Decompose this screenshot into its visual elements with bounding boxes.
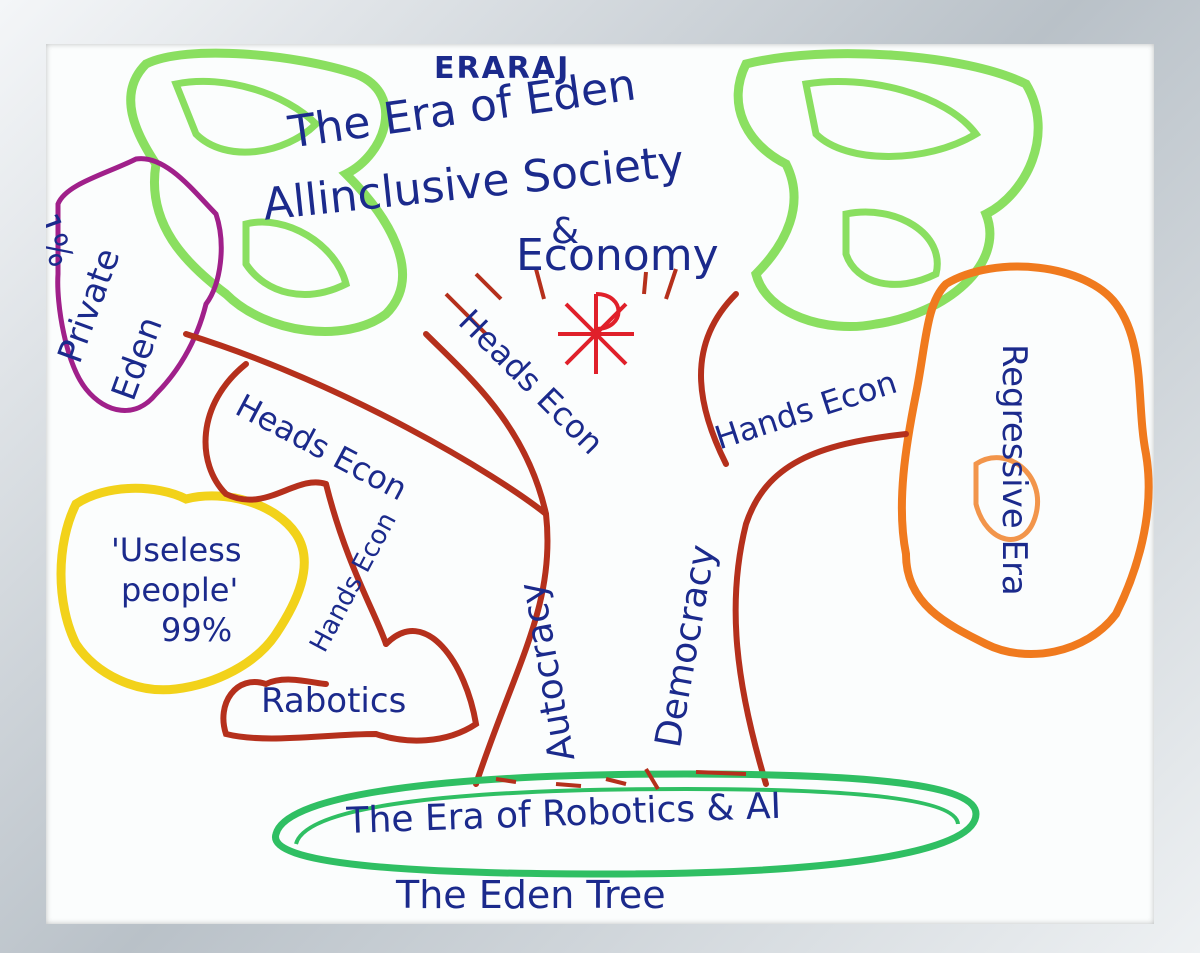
regressive-era-label: Regressive Era bbox=[994, 344, 1034, 596]
whiteboard: ERARAJ The Era of Eden Allinclusive Soci… bbox=[46, 44, 1154, 924]
private-eden-cloud bbox=[55, 156, 224, 413]
chi-rho-symbol bbox=[558, 292, 634, 374]
drawing-canvas bbox=[55, 48, 1153, 878]
root-dashes bbox=[495, 767, 747, 791]
useless-line1-label: 'Useless bbox=[111, 531, 242, 569]
canopy-left bbox=[126, 48, 408, 336]
tree-trunk bbox=[183, 291, 909, 787]
radiating-dashes bbox=[444, 268, 678, 336]
useless-line3-label: 99% bbox=[161, 611, 233, 649]
regressive-era-cloud-inner bbox=[973, 455, 1040, 542]
canopy-right bbox=[733, 49, 1043, 332]
eden-title-line3: & bbox=[551, 211, 580, 252]
useless-people-cloud bbox=[56, 483, 309, 695]
ground-ring bbox=[272, 770, 980, 878]
robotics-branch-label: Rabotics bbox=[261, 681, 407, 721]
eden-title-line4: Economy bbox=[516, 230, 719, 281]
eden-tree-label: The Eden Tree bbox=[396, 873, 666, 917]
useless-line2-label: people' bbox=[121, 571, 239, 609]
era-top-label: ERARAJ bbox=[434, 51, 571, 86]
